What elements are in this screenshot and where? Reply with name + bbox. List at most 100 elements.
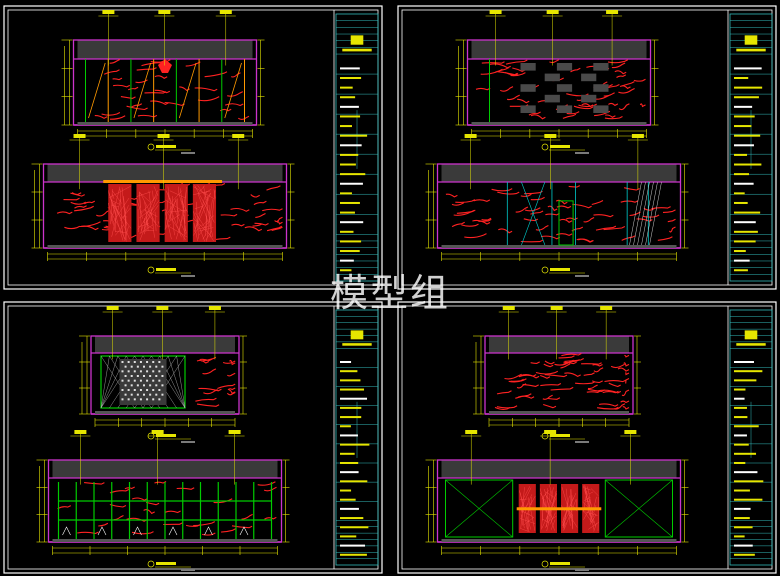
title-block-entry [340,67,360,70]
title-block-entry [734,259,750,262]
marble-vein [564,372,581,378]
marble-vein [669,226,676,233]
marble-vein [523,218,539,222]
marble-vein [194,87,218,92]
marble-vein [196,403,220,407]
title-block [729,13,773,282]
title-block-entry [734,134,761,137]
marble-vein [581,362,602,365]
marble-vein [203,389,218,395]
marble-vein [176,487,195,490]
title-block-entry [340,425,351,428]
marble-vein [163,522,183,526]
title-block-entry [340,553,367,556]
marble-vein [510,72,526,77]
screen-panel [192,184,217,242]
marble-vein [540,383,562,387]
elevation-marker [541,143,549,151]
marble-vein [573,105,594,110]
title-block-entry [340,105,359,108]
callout-tag [600,306,613,310]
marble-vein [604,379,627,383]
title-block [335,309,379,566]
marble-vein [620,200,639,203]
title-block-entry [340,443,370,446]
marble-vein [124,486,135,490]
marble-vein [126,517,148,522]
callout-tag [228,430,241,434]
title-block-entry [340,388,365,391]
marble-vein [83,200,96,205]
callout-tag [151,430,164,434]
marble-vein [229,389,236,395]
company-logo [736,35,766,52]
callout-tag [208,306,221,310]
title-block-entry [734,86,763,89]
marble-vein [618,88,635,94]
callout-tag [73,134,86,138]
marble-vein [127,86,139,91]
marble-vein [101,112,121,116]
title-block-entry [340,498,356,501]
marble-vein [57,505,72,510]
title-block-entry [734,379,757,382]
marble-vein [250,194,260,198]
marble-vein [77,531,99,535]
marble-vein [227,387,236,391]
marble-vein [231,223,245,227]
marble-vein [499,86,514,92]
title-block-entry [340,250,360,253]
marble-vein [74,205,94,212]
title-block-entry [340,182,363,185]
marble-vein [565,217,578,221]
elevation-title-text [550,145,570,148]
elevation-marble-with-screen [31,134,295,277]
marble-vein [480,68,503,75]
title-block-entry [734,221,756,224]
marble-vein [593,367,604,373]
marble-vein [591,380,603,384]
title-block-entry [734,201,748,204]
floor-skirting [471,122,647,125]
title-block-entry [734,498,763,501]
marble-vein [505,71,519,76]
title-block-entry [734,507,751,510]
screen-panel [136,184,160,242]
elevation-title-text [156,268,176,271]
marble-vein [595,225,617,231]
marble-vein [549,59,560,64]
marble-vein [604,116,623,120]
marble-vein [461,223,479,227]
marble-vein [496,405,518,409]
title-block-entry [340,434,358,437]
title-block-entry [340,77,362,80]
marble-vein [96,209,110,217]
callout-tag [232,134,245,138]
title-block-entry [340,517,364,520]
title-block-entry [734,105,753,108]
callout-tag [544,430,557,434]
marble-vein [456,209,476,214]
marble-vein [496,390,512,395]
floor-skirting [441,245,677,248]
marble-vein [522,383,539,387]
title-block-entry [734,361,754,363]
marble-vein [264,516,277,520]
marble-vein [620,400,630,404]
title-block-entry [340,134,368,137]
title-block-entry [734,480,764,483]
marble-vein [520,193,532,197]
title-block-entry [340,96,356,99]
marble-vein [515,206,529,213]
marble-vein [237,115,250,120]
title-block-entry [734,211,761,214]
marble-vein [599,403,619,407]
marble-vein [535,225,549,231]
callout-tag [156,306,169,310]
ceiling-band [441,460,677,478]
ceiling-band [52,460,278,478]
marble-vein [593,214,614,218]
ceiling-band [95,336,235,353]
elevation-title-text [550,268,570,271]
